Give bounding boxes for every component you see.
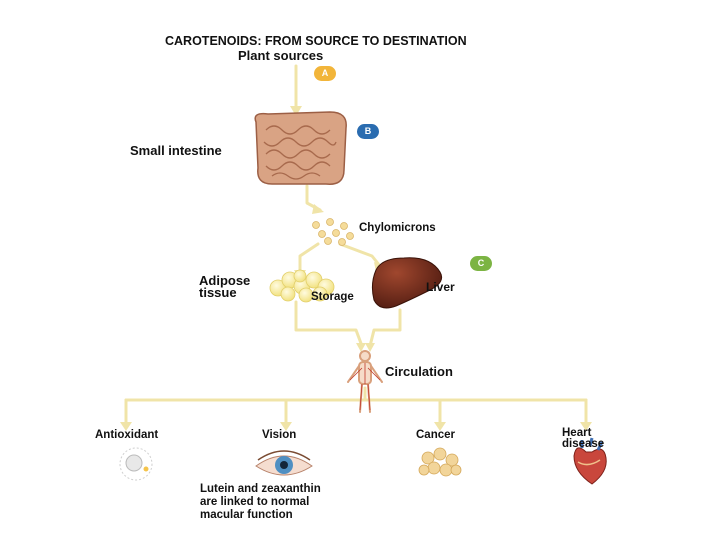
chylomicrons-label: Chylomicrons [359,222,436,234]
small-intestine-label: Small intestine [130,143,222,158]
antioxidant-label: Antioxidant [95,429,159,441]
arrow-liver-to-circulation [368,308,402,348]
storage-label: Storage [311,291,354,303]
arrow-chylo-to-liver [338,242,382,268]
heart-illustration [573,437,607,485]
adipose-tissue-label-line2: tissue [199,285,237,300]
liver-label: Liver [426,280,455,294]
eye-illustration [255,450,313,476]
vision-label: Vision [262,429,297,441]
heart-disease-label-line2: disease [562,438,605,450]
cancer-cells-illustration [418,447,462,477]
arrow-intestine-to-chylomicrons [305,184,322,212]
badge-c: C [470,256,492,271]
plant-sources-label: Plant sources [238,48,324,63]
arrow-chylo-to-adipose [298,242,320,274]
liver-illustration [371,257,443,309]
badge-a: A [314,66,336,81]
adipose-tissue-label-line1: Adipose [199,273,251,288]
flow-arrows [124,64,588,426]
circulation-vessels [349,363,381,411]
vision-note-line2: are linked to normal [200,496,310,508]
chylomicron-particles [312,218,354,246]
arrowheads [120,106,592,431]
antioxidant-illustration [119,447,153,481]
arrow-adipose-to-circulation [294,300,364,348]
cancer-label: Cancer [416,429,455,441]
badge-b: B [357,124,379,139]
adipose-tissue-illustration [269,269,335,303]
vision-note-line3: macular function [200,509,293,521]
heart-disease-label-line1: Heart [562,427,592,439]
circulation-label: Circulation [385,364,453,379]
small-intestine-illustration [254,111,347,185]
vision-note-line1: Lutein and zeaxanthin [200,483,321,495]
diagram-title: CAROTENOIDS: FROM SOURCE TO DESTINATION [165,34,467,48]
